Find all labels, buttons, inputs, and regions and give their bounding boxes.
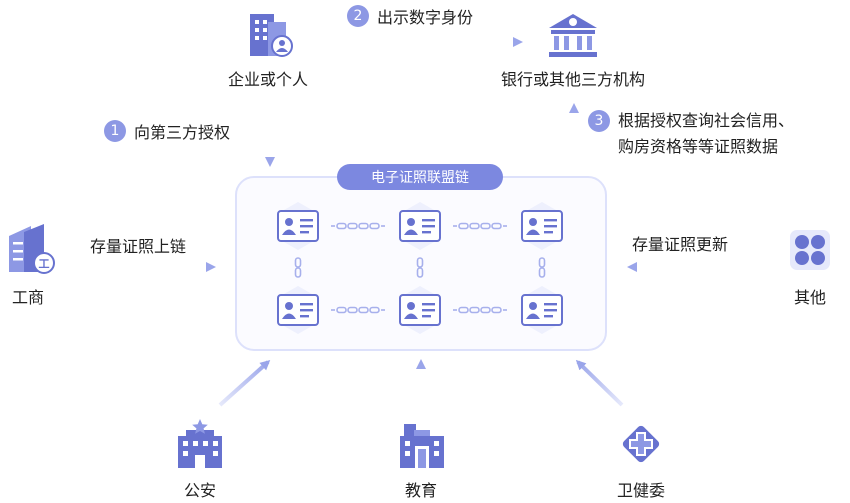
step-number: 2	[347, 5, 369, 27]
bank-icon	[549, 14, 597, 57]
gongshang-building-icon: 工	[9, 224, 55, 274]
other-label: 其他	[793, 288, 827, 307]
bank-label: 银行或其他三方机构	[500, 70, 646, 89]
arrow-health	[575, 359, 624, 407]
update-flow-label: 存量证照更新	[632, 235, 729, 254]
svg-text:工: 工	[39, 258, 50, 271]
step-1: 1 向第三方授权	[104, 120, 230, 146]
police-station-icon	[178, 419, 222, 468]
step-number: 1	[104, 120, 126, 142]
arrow-police	[218, 359, 271, 407]
other-clover-icon	[790, 230, 830, 270]
police-label: 公安	[183, 481, 217, 500]
step-2: 2 出示数字身份	[347, 5, 473, 31]
step-text: 向第三方授权	[134, 123, 231, 142]
health-cross-icon	[622, 425, 660, 463]
health-label: 卫健委	[616, 481, 666, 500]
gongshang-label: 工商	[11, 288, 45, 307]
step-text: 出示数字身份	[377, 8, 474, 27]
education-building-icon	[400, 424, 444, 468]
step-text: 根据授权查询社会信用、 购房资格等等证照数据	[618, 111, 795, 156]
upload-flow-label: 存量证照上链	[90, 237, 187, 256]
step-number: 3	[588, 110, 610, 132]
step-3: 3 根据授权查询社会信用、 购房资格等等证照数据	[588, 108, 794, 160]
chain-title: 电子证照联盟链	[337, 164, 503, 190]
education-label: 教育	[404, 481, 438, 500]
enterprise-label: 企业或个人	[227, 70, 309, 89]
enterprise-building-icon	[250, 14, 293, 57]
